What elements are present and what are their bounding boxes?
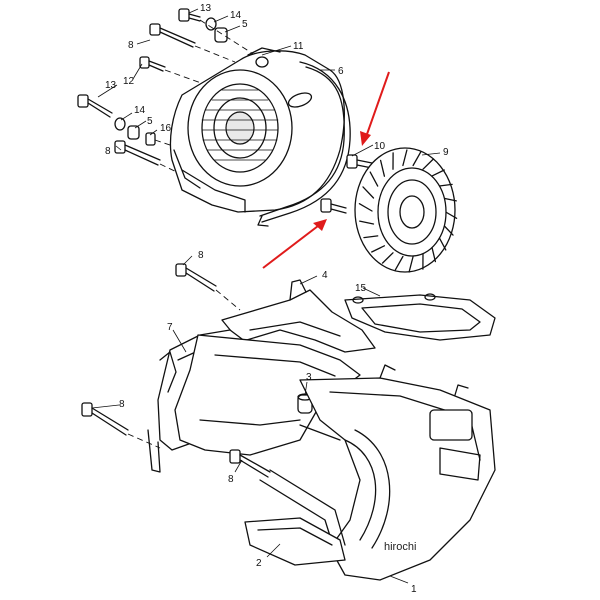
- gasket-15: [344, 293, 496, 341]
- callout-8d: 8: [119, 399, 125, 410]
- shroud-band-6: [257, 61, 351, 227]
- bolt-8-upper: [149, 23, 196, 48]
- callout-2: 2: [256, 558, 262, 569]
- bolt-13-mid: [77, 94, 113, 118]
- fan-blade: [402, 149, 408, 167]
- fan-blade: [363, 235, 379, 239]
- fan-blade: [379, 159, 386, 177]
- callout-15: 15: [355, 283, 367, 294]
- fan-blade: [430, 169, 445, 177]
- fan-blade: [412, 151, 422, 167]
- callout-8a: 8: [128, 40, 134, 51]
- callout-13a: 13: [200, 3, 212, 14]
- fan-blade: [437, 183, 453, 187]
- callout-5a: 5: [242, 19, 248, 30]
- bolt-10: [346, 154, 373, 169]
- washer-14-top: [205, 17, 217, 31]
- fan-blade: [358, 203, 373, 212]
- bolt-12: [139, 56, 166, 72]
- fan-blade: [430, 245, 437, 263]
- callout-5b: 5: [147, 116, 153, 127]
- red-arrow-upper: [360, 71, 390, 146]
- crankcase-cover-1: [259, 364, 496, 581]
- bolt-8-bottom: [229, 449, 271, 478]
- nut-5-mid: [127, 125, 140, 140]
- rear-cover-housing: [174, 334, 361, 456]
- callout-8b: 8: [105, 146, 111, 157]
- cooling-fan-9: [354, 147, 458, 273]
- bolt-8-lower-left: [81, 402, 129, 436]
- callout-14a: 14: [230, 10, 242, 21]
- callout-numbers: 13 14 5 8 11 6 12 13 14 5 16 8 10 9 8 4 …: [105, 3, 449, 595]
- bracket-4: [221, 279, 376, 353]
- callout-8e: 8: [228, 474, 234, 485]
- nut-5-top: [214, 27, 228, 43]
- fan-blade: [362, 186, 375, 199]
- fan-blade: [369, 171, 379, 187]
- callout-7: 7: [167, 322, 173, 333]
- collar-16: [145, 132, 156, 146]
- callout-8c: 8: [198, 250, 204, 261]
- callout-9: 9: [443, 147, 449, 158]
- fan-blade: [422, 158, 435, 170]
- callout-14b: 14: [134, 105, 146, 116]
- fan-blade: [381, 252, 394, 264]
- red-arrow-lower: [262, 219, 327, 269]
- callout-3: 3: [306, 372, 312, 383]
- callout-16: 16: [160, 123, 172, 134]
- callout-12: 12: [123, 76, 135, 87]
- watermark-text: hirochi: [384, 541, 417, 553]
- callout-6: 6: [338, 66, 344, 77]
- fan-blade: [359, 220, 375, 225]
- fan-blade: [408, 255, 414, 273]
- fan-blade: [394, 255, 404, 271]
- callout-10: 10: [374, 141, 386, 152]
- bolt-8-middle: [175, 263, 217, 292]
- callout-4: 4: [322, 270, 328, 281]
- callout-1: 1: [411, 584, 417, 595]
- leader-lines: [91, 8, 441, 584]
- guide-rail-2: [244, 517, 346, 566]
- washer-14-mid: [114, 117, 126, 131]
- bolt-8-fan: [320, 198, 347, 214]
- callout-11: 11: [293, 41, 304, 52]
- bolt-13-top: [178, 8, 201, 22]
- fan-shroud-11: [169, 47, 345, 213]
- bolt-8-left: [114, 140, 161, 166]
- callout-13b: 13: [105, 80, 117, 91]
- fan-blade: [371, 245, 386, 253]
